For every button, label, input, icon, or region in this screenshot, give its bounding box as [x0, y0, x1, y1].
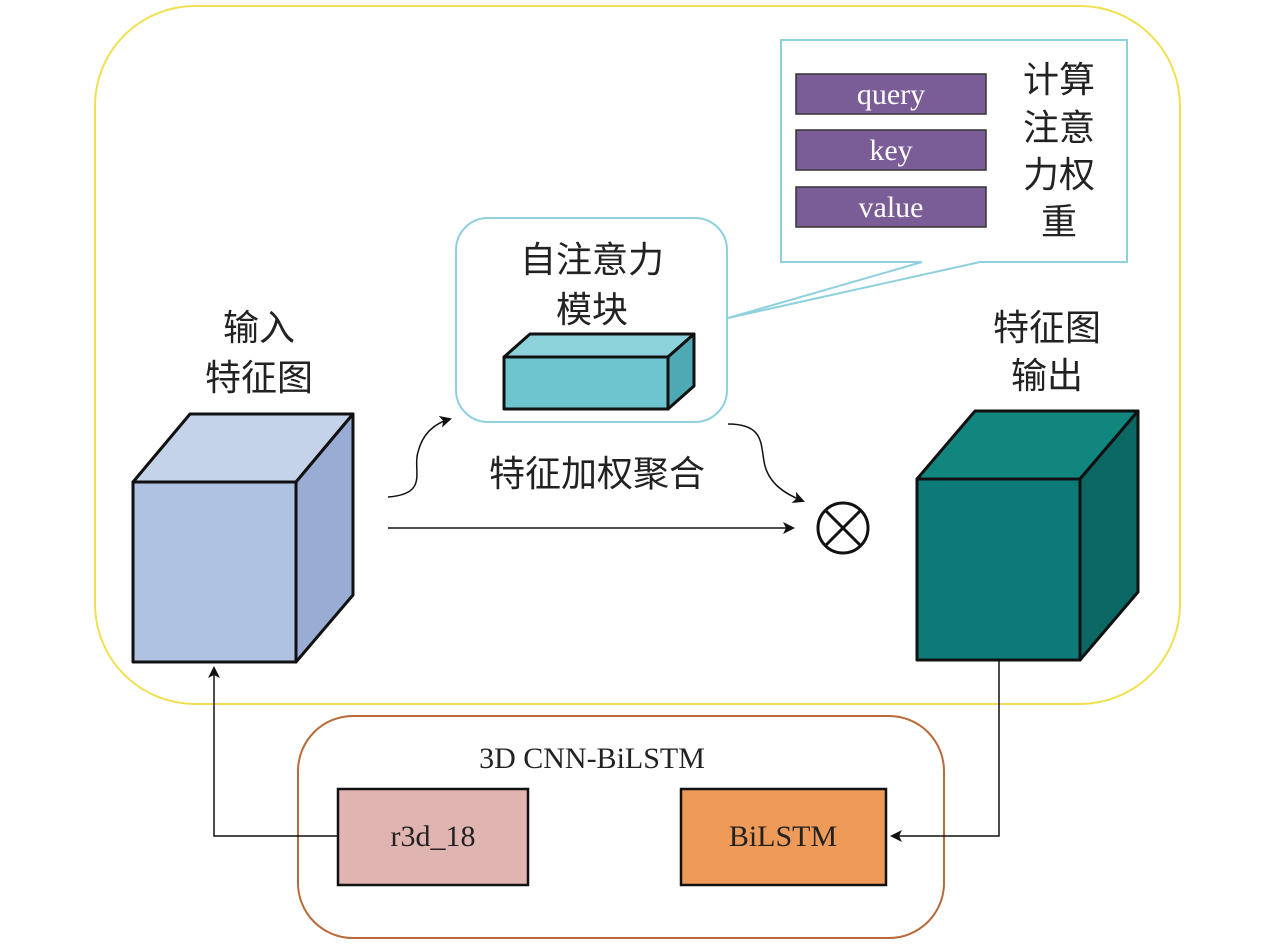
- output-feature-cube: [915, 409, 1140, 662]
- value-bar: [795, 186, 987, 228]
- input-to-attention-arrow: [387, 415, 452, 498]
- attention-module-label-1: 自注意力: [520, 240, 664, 281]
- multiply-node: [816, 501, 870, 555]
- aggregation-label: 特征加权聚合: [489, 454, 705, 495]
- callout-text-line-2: 注意: [1023, 108, 1095, 149]
- callout-text-line-1: 计算: [1023, 60, 1095, 101]
- callout-text-line-4: 重: [1041, 202, 1077, 243]
- query-bar: [795, 73, 987, 115]
- bilstm-block: [679, 787, 888, 887]
- output-label-1: 特征图: [993, 308, 1101, 349]
- value-label: value: [859, 191, 924, 224]
- outer-frame: [94, 5, 1181, 705]
- r3d-to-input-arrow: [208, 666, 338, 837]
- attention-module-label-2: 模块: [556, 290, 628, 331]
- input-feature-cube: [131, 412, 355, 664]
- attention-to-multiply-arrow: [727, 423, 805, 503]
- attention-block: [502, 332, 696, 411]
- output-to-bilstm-arrow: [890, 661, 1000, 842]
- r3d-block: [336, 787, 530, 887]
- r3d-label: r3d_18: [391, 820, 476, 853]
- query-label: query: [857, 78, 925, 111]
- key-label: key: [869, 134, 912, 167]
- bilstm-label: BiLSTM: [729, 820, 837, 853]
- output-label-2: 输出: [1011, 356, 1083, 397]
- key-bar: [795, 129, 987, 171]
- input-label-1: 输入: [223, 308, 295, 349]
- backbone-title: 3D CNN-BiLSTM: [479, 742, 705, 775]
- callout-text-line-3: 力权: [1023, 155, 1095, 196]
- input-label-2: 特征图: [205, 358, 313, 399]
- backbone-frame: [297, 715, 945, 939]
